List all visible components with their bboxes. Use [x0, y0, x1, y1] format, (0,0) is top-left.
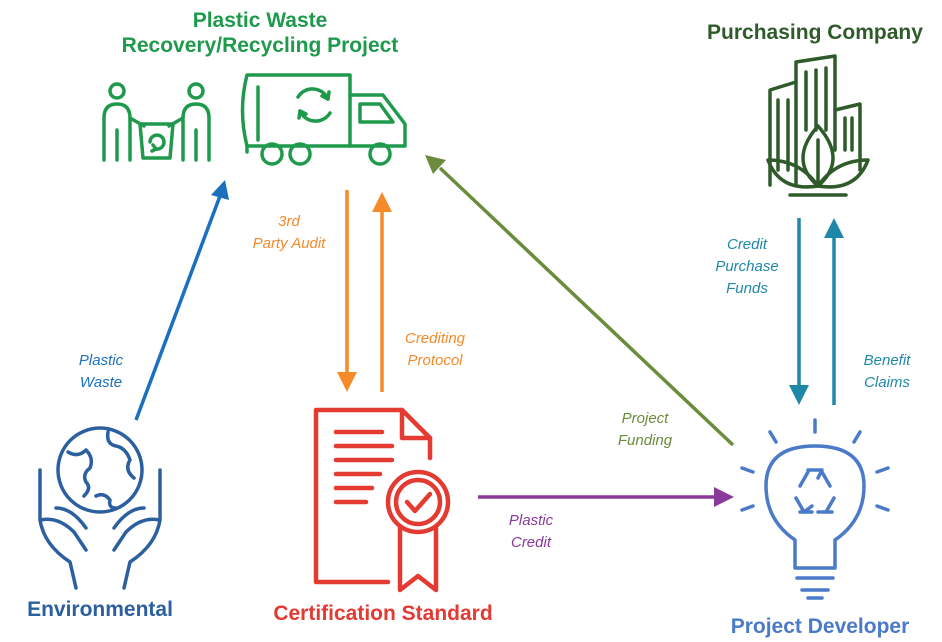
credit-purchase-funds-label-line1: Credit [726, 236, 767, 253]
benefit-claims-arrow [824, 218, 844, 405]
benefit-claims-label-line1: Benefit [863, 352, 911, 369]
credit-purchase-funds-label-line2: Purchase [715, 258, 779, 275]
certification-standard-title: Certification Standard [273, 602, 493, 625]
project-funding-arrow [425, 155, 735, 447]
recycling-title-line2: Recovery/Recycling Project [121, 34, 399, 57]
project-funding-label-line2: Funding [617, 432, 673, 449]
plastic-waste-arrow [134, 180, 229, 421]
plastic-credit-label-line2: Credit [510, 534, 551, 551]
credit-purchase-funds-arrow [789, 218, 809, 405]
environmental-title: Environmental [27, 598, 173, 621]
certificate-document-icon [313, 407, 451, 593]
plastic-credit-label-line1: Plastic [508, 512, 554, 529]
recycling-truck-icon [240, 73, 407, 166]
plastic-waste-label-line2: Waste [79, 374, 123, 391]
plastic-waste-label: Plastic Waste [56, 350, 146, 394]
crediting-protocol-label: Crediting Protocol [390, 328, 480, 372]
city-buildings-leaves-icon [766, 54, 870, 197]
plastic-waste-label-line1: Plastic [78, 352, 124, 369]
credit-purchase-funds-label-line3: Funds [726, 280, 768, 297]
third-party-audit-label-line1: 3rd [278, 213, 300, 230]
third-party-audit-label: 3rd Party Audit [234, 211, 344, 255]
recycling-project-title: Plastic Waste Recovery/Recycling Project [60, 8, 460, 58]
crediting-protocol-label-line1: Crediting [404, 330, 466, 347]
credit-purchase-funds-label: Credit Purchase Funds [702, 234, 792, 300]
project-funding-label: Project Funding [600, 408, 690, 452]
crediting-protocol-label-line2: Protocol [407, 352, 463, 369]
third-party-audit-label-line2: Party Audit [252, 235, 326, 252]
plastic-credit-label: Plastic Credit [486, 510, 576, 554]
people-carrying-bin-icon [102, 82, 211, 162]
recycling-title-line1: Plastic Waste [192, 9, 328, 32]
purchasing-company-title: Purchasing Company [707, 21, 923, 44]
third-party-audit-arrow [337, 190, 357, 392]
crediting-protocol-arrow [372, 192, 392, 392]
plastic-credit-arrow [478, 487, 734, 507]
lightbulb-recycle-icon [740, 418, 890, 600]
benefit-claims-label-line2: Claims [864, 374, 910, 391]
benefit-claims-label: Benefit Claims [842, 350, 932, 394]
project-developer-title: Project Developer [730, 615, 910, 638]
globe-in-hands-icon [38, 426, 162, 590]
project-funding-label-line1: Project [621, 410, 669, 427]
